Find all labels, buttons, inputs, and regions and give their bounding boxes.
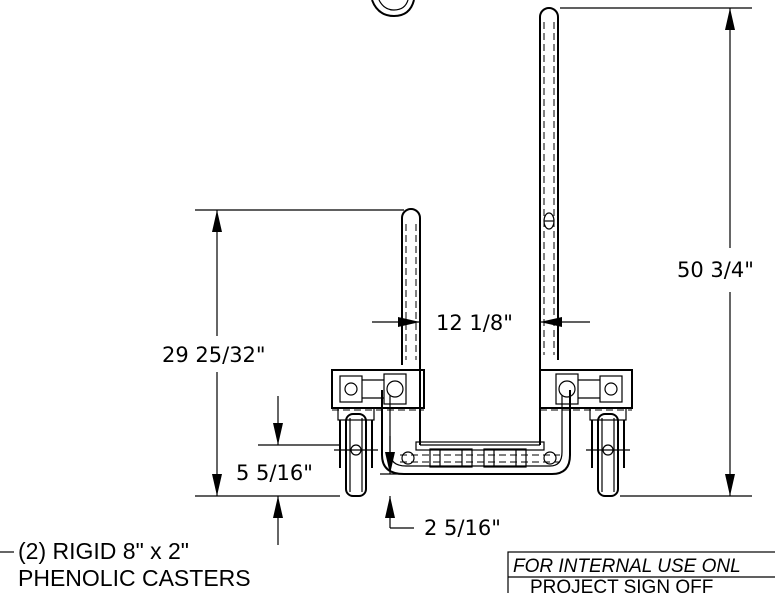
dimension-handle-gap [372, 317, 590, 327]
right-caster [586, 407, 630, 497]
caster-callout-line1: (2) RIGID 8" x 2" [18, 538, 189, 564]
dimension-ground-clearance [380, 436, 414, 529]
left-caster [334, 407, 378, 497]
dimension-handle-gap-label: 12 1/8" [436, 311, 513, 335]
center-tub [419, 345, 541, 446]
left-bracket-assembly [331, 369, 425, 411]
dimension-caster-height [258, 396, 340, 545]
dimension-overall-height-label: 50 3/4" [677, 258, 754, 282]
dimension-overall-height [560, 7, 752, 497]
internal-use-stamp [507, 551, 775, 593]
right-bracket-assembly [539, 369, 633, 411]
internal-use-stamp-line2: PROJECT SIGN OFF [530, 577, 713, 593]
dimension-low-handle-height-label: 29 25/32" [162, 343, 266, 367]
tall-handle-tube [539, 7, 559, 360]
internal-use-stamp-line1: FOR INTERNAL USE ONL [513, 556, 741, 577]
dimension-caster-height-label: 5 5/16" [236, 461, 313, 485]
short-handle-tube [401, 208, 421, 365]
top-detail-fragment [371, 0, 415, 18]
caster-callout-line2: PHENOLIC CASTERS [18, 565, 251, 591]
dimension-ground-clearance-label: 2 5/16" [424, 516, 501, 540]
dimension-low-handle-height [195, 209, 404, 497]
lower-u-frame [381, 390, 571, 475]
